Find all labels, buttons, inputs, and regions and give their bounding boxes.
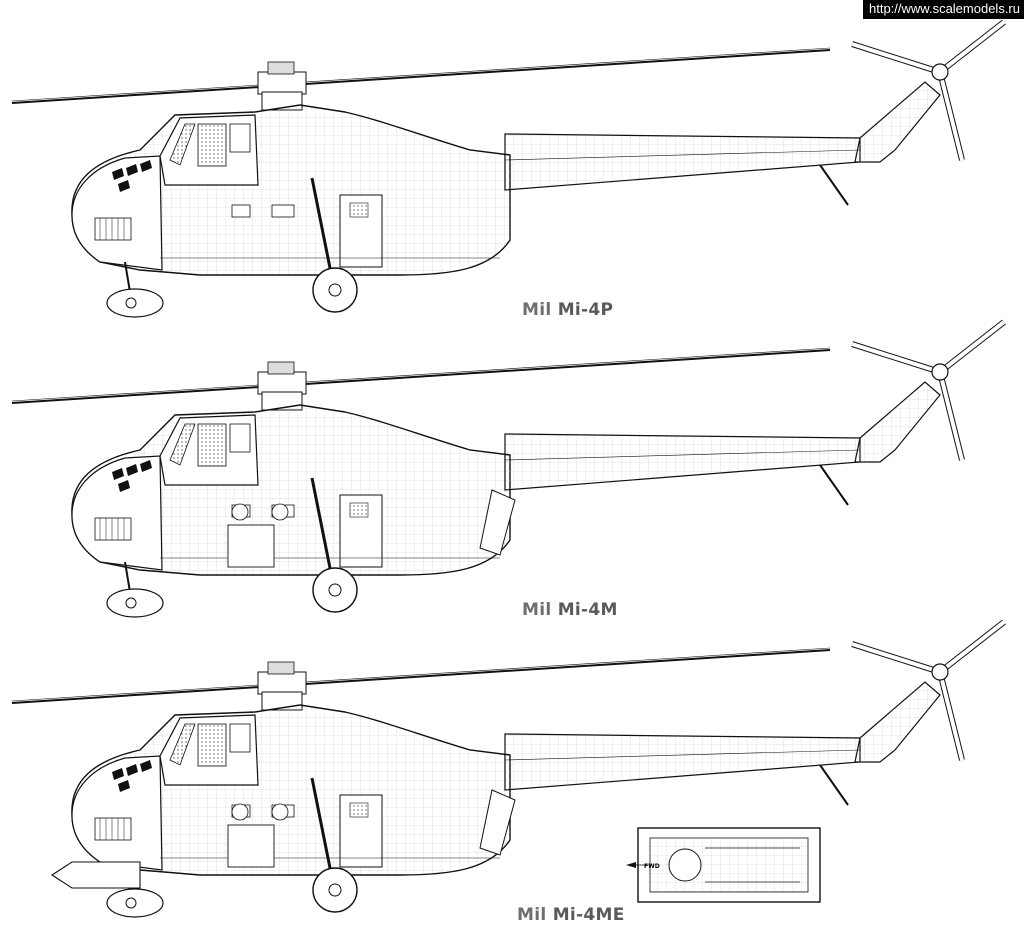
caption-mi-4me: Mil Mi-4ME — [517, 905, 625, 925]
mi-4me-drawing — [12, 622, 1004, 917]
caption-mi-4p: Mil Mi-4P — [522, 300, 614, 320]
fwd-label: FWD — [644, 863, 660, 870]
watermark-url: http://www.scalemodels.ru — [862, 0, 1024, 19]
mi-4me-gondola — [50, 789, 516, 889]
mi-4p-drawing — [12, 22, 1004, 317]
floor-plan-inset: FWD — [626, 827, 821, 903]
caption-mi-4m: Mil Mi-4M — [522, 600, 618, 620]
mi-4m-gondola — [227, 489, 516, 568]
mi-4m-drawing — [12, 322, 1004, 617]
